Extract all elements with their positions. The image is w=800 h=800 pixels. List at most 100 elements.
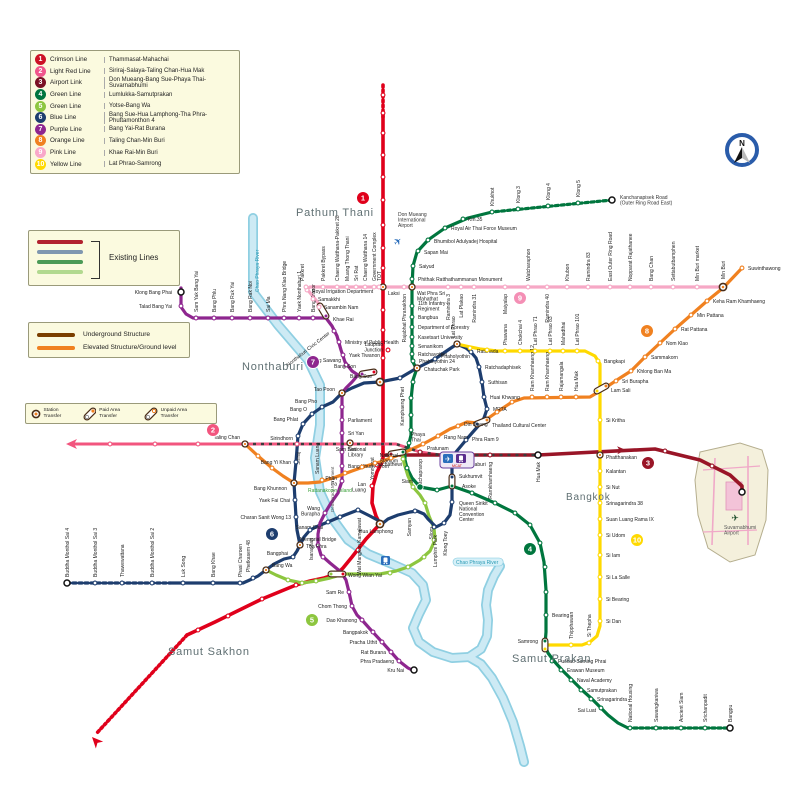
station-khlong-ban-ma — [628, 368, 634, 374]
green-line-5 — [264, 450, 437, 585]
station-suthisan — [479, 379, 485, 385]
station-dot — [195, 441, 201, 447]
station-label: Department of Forestry — [418, 325, 470, 331]
mcat-icon: ✈MCAT — [439, 451, 475, 469]
station-label: Srinagarindra 38 — [606, 501, 643, 507]
station-dot — [406, 440, 412, 446]
station-sanam-chai — [325, 519, 331, 525]
svg-text:5: 5 — [310, 616, 314, 625]
station-label: Settabutbamphen — [671, 241, 677, 281]
station-rajamangala — [558, 394, 564, 400]
legend-line-number: 5 — [35, 100, 46, 112]
station-wat-phra-sri-mahathat — [408, 283, 416, 291]
station-label: Ram Khamhaeng 12 — [530, 345, 536, 391]
legend-line-name: Green Line — [50, 91, 82, 99]
legend-line-route: Lumlukka-Samutprakan — [104, 91, 235, 98]
station-dot — [380, 110, 386, 116]
legend-line-name: Airport Link — [50, 79, 82, 87]
station-label: Sapan Mai — [424, 250, 448, 256]
station-label: Sri Rat — [354, 265, 360, 281]
station-luk-song — [180, 580, 186, 586]
station-dot — [509, 399, 515, 405]
station-dot — [269, 465, 275, 471]
blue-line-segment — [168, 342, 489, 585]
station-label: Pracha Uthit — [349, 640, 377, 646]
station-lat-plakao — [458, 284, 464, 290]
station-label: Lat Phrao 101 — [575, 313, 581, 345]
station-label: Memorial Bridge — [300, 537, 337, 543]
station-keha-ram-khamhaeng — [704, 298, 710, 304]
station-dot — [255, 453, 261, 459]
station-label: Samyan — [407, 518, 413, 537]
station-dot — [380, 174, 386, 180]
region-label: Democracy Monument — [330, 466, 335, 512]
station-label: Phasi Charoen — [238, 544, 244, 577]
station-sam-yak-bang-yai — [193, 315, 199, 321]
station-label: Isaraphap — [309, 538, 315, 560]
green-line-4-segment — [403, 210, 630, 730]
station-mahadthai — [560, 348, 566, 354]
compass-n-label: N — [739, 139, 745, 148]
station-dot — [293, 582, 299, 588]
station-sai-ma — [265, 315, 271, 321]
station-queen-sirikit-national-convention-center — [449, 499, 455, 505]
station-label: Kasetsart University — [418, 335, 463, 341]
legend-line-route: Don Mueang-Bang Sue-Phaya Thai-Suvarnabh… — [104, 76, 235, 89]
station-bang-ruk-yai — [229, 315, 235, 321]
station-label: Khubon — [565, 264, 571, 281]
station-label: Ram Khamhaeng — [545, 352, 551, 391]
station-talad-bang-yai — [178, 303, 184, 309]
station-ministry-of-public-health — [336, 339, 342, 345]
station-lat-phrao-101 — [574, 348, 580, 354]
station-transfer-icon — [31, 409, 41, 418]
line-badge-10: 10 — [630, 533, 644, 547]
underground-label: Underground Structure — [83, 331, 151, 338]
region-label: Bangkok — [566, 492, 611, 503]
station-dot — [410, 379, 416, 385]
station-label: Phra Nang Klao Bridge — [282, 261, 288, 312]
station-label: Buddha Monthol Sai 3 — [93, 528, 99, 577]
station-bangpu — [726, 724, 734, 732]
station-bang-wa — [262, 566, 270, 574]
station-label: Klong 3 — [516, 186, 522, 203]
region-label: Kanchanapisek Road(Outer Ring Road East) — [620, 195, 673, 207]
region-label: Samut Prakan — [512, 653, 591, 665]
line-badge-5: 5 — [305, 613, 319, 627]
station-label: Si Kritha — [606, 418, 625, 424]
station-label: Siam — [402, 479, 413, 485]
mcat-label: MCAT — [452, 464, 463, 468]
station-label: Buddha Monthol Sai 2 — [150, 528, 156, 577]
station-phan-fa — [339, 478, 345, 484]
station-label: Khukhot — [490, 187, 496, 206]
river-label: Chao Phraya River — [255, 249, 261, 292]
station-buddha-monthol-sai-4 — [63, 579, 71, 587]
station-bang-yi-khan — [293, 459, 299, 465]
airport-link — [384, 447, 744, 494]
station-label: Phra Pradaeng — [360, 659, 394, 665]
station-senanikom — [409, 343, 415, 349]
station-label: Saiyud — [419, 264, 435, 270]
station-label: Silom — [429, 527, 435, 540]
line-badge-8: 8 — [640, 324, 654, 338]
station-dot — [355, 547, 361, 553]
suvarnabhumi-plane-icon: ✈ — [731, 513, 739, 523]
station-label: Lumphini Park — [433, 535, 439, 567]
station-muang-thong-thani — [344, 284, 350, 290]
station-dot — [738, 488, 746, 496]
station-dot — [542, 564, 548, 570]
station-ramindra-3 — [445, 284, 451, 290]
station-si-udom — [597, 532, 603, 538]
station-label: Phra Ram 9 — [472, 437, 499, 443]
station-dot — [339, 404, 345, 410]
line-badge-4: 4 — [523, 542, 537, 556]
station-si-thepha — [586, 640, 592, 646]
station-bang-sue — [375, 377, 385, 387]
station-dot — [107, 441, 113, 447]
